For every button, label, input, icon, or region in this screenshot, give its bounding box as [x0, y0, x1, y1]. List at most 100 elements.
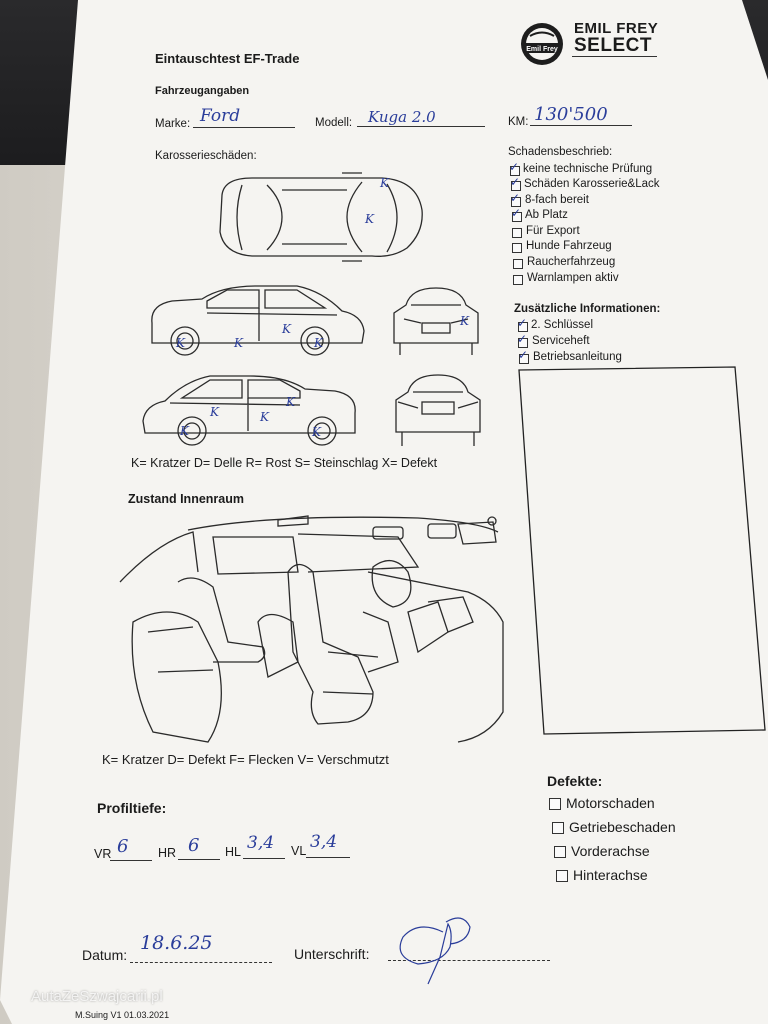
check-mark: ✓ — [517, 332, 528, 346]
checkbox-label: Hinterachse — [573, 867, 648, 883]
form-title: Eintauschtest EF-Trade — [155, 51, 300, 66]
checkbox-label: Warnlampen aktiv — [527, 272, 619, 284]
check-mark: ✓ — [509, 160, 520, 174]
checkbox-hunde-fahrzeug[interactable] — [512, 243, 522, 253]
checkbox-label: Serviceheft — [532, 335, 590, 347]
car-interior-diagram — [119, 515, 504, 743]
checkbox-8-fach-bereit[interactable] — [511, 197, 521, 207]
brand-underline — [572, 56, 657, 57]
checkbox-schaeden-karosserie[interactable] — [511, 181, 521, 191]
checkbox-label: Schäden Karosserie&Lack — [524, 178, 660, 190]
check-mark: ✓ — [518, 348, 529, 362]
damage-mark: K — [286, 395, 295, 409]
defects-title: Defekte: — [547, 773, 603, 789]
make-value: Ford — [200, 106, 241, 126]
tire-label-hl: HL — [225, 845, 241, 859]
checkbox-label: Raucherfahrzeug — [527, 256, 616, 268]
emil-frey-logo-icon: Emil Frey — [521, 23, 563, 65]
model-value: Kuga 2.0 — [368, 108, 436, 126]
checkbox-label: keine technische Prüfung — [523, 163, 653, 175]
tire-value-hl: 3,4 — [247, 833, 275, 853]
checkbox-serviceheft[interactable] — [518, 338, 528, 348]
car-rear-view-diagram — [395, 374, 481, 446]
tire-value-hr: 6 — [188, 835, 200, 856]
checkbox-warnlampen-aktiv[interactable] — [513, 275, 523, 285]
checkbox-ab-platz[interactable] — [512, 212, 522, 222]
logo-text: Emil Frey — [526, 46, 558, 53]
tire-label-vr: VR — [94, 847, 112, 861]
tire-label-hr: HR — [158, 846, 177, 860]
interior-legend: K= Kratzer D= Defekt F= Flecken V= Versc… — [102, 752, 389, 767]
checkbox-keine-technische-pruefung[interactable] — [510, 166, 520, 176]
damage-mark: K — [312, 425, 321, 439]
checkbox-label: Ab Platz — [525, 209, 568, 221]
make-field-line — [193, 127, 295, 128]
damage-mark: K — [260, 410, 269, 424]
car-top-view-diagram — [219, 172, 423, 262]
damage-mark: K — [180, 424, 189, 438]
tire-field-line — [306, 857, 350, 858]
checkbox-label: Betriebsanleitung — [533, 351, 622, 363]
damage-mark: K — [282, 322, 291, 336]
date-label: Datum: — [82, 947, 128, 963]
body-damage-section-title: Karosserieschäden: — [155, 150, 257, 162]
checkbox-label: Getriebeschaden — [569, 819, 676, 835]
make-label: Marke: — [155, 118, 191, 130]
checkbox-motorschaden[interactable] — [549, 798, 561, 810]
model-field-line — [357, 126, 485, 127]
signature-field-line — [388, 960, 550, 961]
checkbox-raucherfahrzeug[interactable] — [513, 259, 523, 269]
vehicle-section-title: Fahrzeugangaben — [155, 85, 250, 97]
tire-field-line — [110, 860, 152, 861]
tire-field-line — [178, 859, 220, 860]
check-mark: ✓ — [510, 191, 521, 205]
checkbox-label: Vorderachse — [571, 843, 650, 859]
checkbox-getriebeschaden[interactable] — [552, 822, 564, 834]
damage-report-title: Schadensbeschrieb: — [508, 146, 613, 158]
checkbox-vorderachse[interactable] — [554, 846, 566, 858]
checkbox-label: 2. Schlüssel — [531, 319, 594, 331]
car-left-side-diagram — [142, 375, 356, 446]
brand-line-1: EMIL FREY — [574, 20, 659, 37]
tire-value-vl: 3,4 — [310, 832, 338, 852]
tire-depth-title: Profiltiefe: — [97, 800, 167, 816]
damage-mark: K — [234, 336, 243, 350]
form-version: M.Suing V1 01.03.2021 — [75, 1010, 170, 1020]
model-label: Modell: — [315, 117, 353, 129]
checkbox-zweiter-schluessel[interactable] — [518, 322, 528, 332]
date-field-line — [130, 962, 272, 963]
km-value: 130'500 — [534, 104, 608, 125]
damage-mark: K — [210, 405, 219, 419]
checkbox-label: Motorschaden — [566, 795, 655, 811]
checkbox-hinterachse[interactable] — [556, 870, 568, 882]
tire-field-line — [243, 858, 285, 859]
km-field-line — [530, 125, 632, 126]
car-front-view-diagram — [393, 287, 479, 355]
checkbox-fuer-export[interactable] — [512, 228, 522, 238]
checkbox-label: Hunde Fahrzeug — [526, 240, 612, 252]
check-mark: ✓ — [511, 206, 522, 220]
tire-value-vr: 6 — [117, 836, 129, 857]
signature-label: Unterschrift: — [294, 946, 370, 962]
damage-mark: K — [380, 176, 389, 190]
body-damage-legend: K= Kratzer D= Delle R= Rost S= Steinschl… — [131, 456, 438, 470]
damage-mark: K — [460, 314, 469, 328]
check-mark: ✓ — [510, 175, 521, 189]
damage-mark: K — [314, 336, 323, 350]
watermark: AutaZeSzwajcarii.pl — [31, 988, 163, 1005]
checkbox-label: Für Export — [526, 225, 580, 237]
interior-section-title: Zustand Innenraum — [128, 492, 244, 506]
additional-info-title: Zusätzliche Informationen: — [514, 303, 661, 315]
date-value: 18.6.25 — [140, 932, 213, 954]
damage-mark: K — [365, 212, 374, 226]
check-mark: ✓ — [517, 316, 528, 330]
tire-label-vl: VL — [291, 844, 307, 858]
km-label: KM: — [508, 116, 529, 128]
handwritten-signature — [399, 917, 471, 985]
car-right-side-diagram — [151, 285, 365, 356]
brand-line-2: SELECT — [574, 35, 652, 56]
damage-mark: K — [176, 336, 185, 350]
checkbox-label: 8-fach bereit — [525, 194, 589, 206]
checkbox-betriebsanleitung[interactable] — [519, 354, 529, 364]
